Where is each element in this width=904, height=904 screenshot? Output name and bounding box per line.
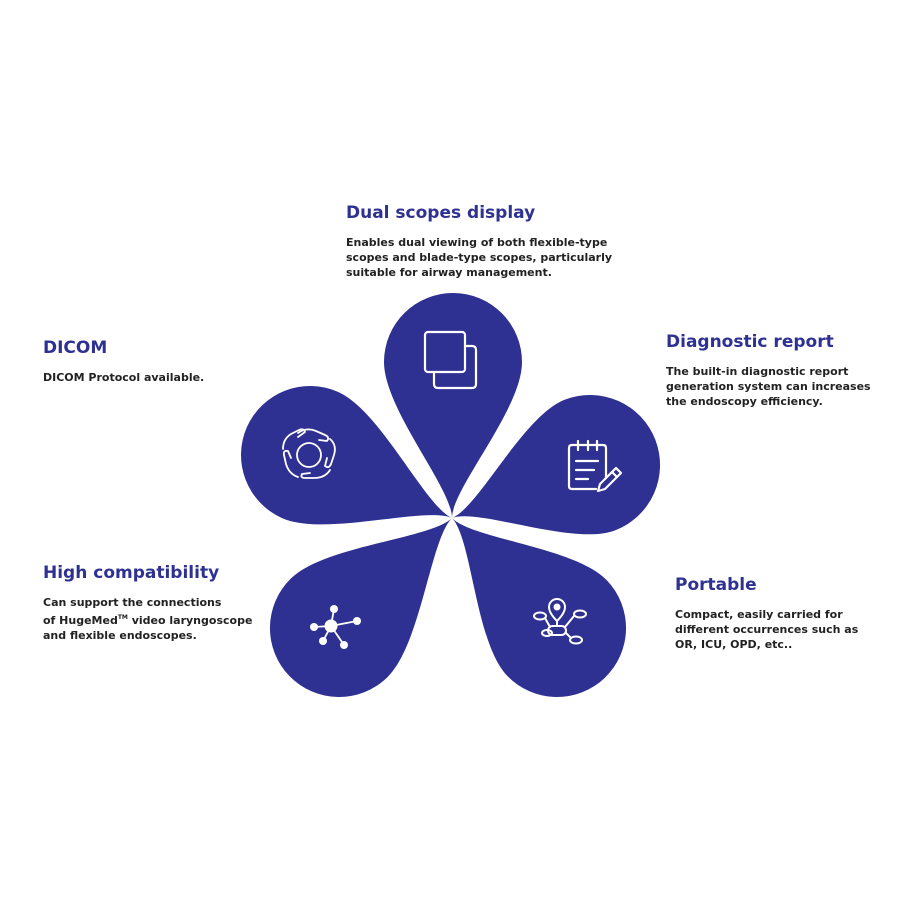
description-line: the endoscopy efficiency. bbox=[666, 395, 823, 408]
petal-portable bbox=[452, 518, 627, 698]
description-line: Can support the connections bbox=[43, 596, 222, 609]
feature-title: Diagnostic report bbox=[666, 332, 834, 352]
feature-description: Can support the connections of HugeMedTM… bbox=[43, 595, 252, 643]
description-line: and flexible endoscopes. bbox=[43, 629, 197, 642]
network-nodes-icon bbox=[310, 605, 361, 649]
description-line: OR, ICU, OPD, etc.. bbox=[675, 638, 793, 651]
description-line: different occurrences such as bbox=[675, 623, 859, 636]
description-line: generation system can increases bbox=[666, 380, 871, 393]
petal-dual-scopes bbox=[384, 293, 522, 518]
description-line: Compact, easily carried for bbox=[675, 608, 843, 621]
description-line: scopes and blade-type scopes, particular… bbox=[346, 251, 613, 264]
feature-title: DICOM bbox=[43, 338, 108, 358]
description-line: of HugeMedTM video laryngoscope bbox=[43, 610, 252, 628]
clipboard-pen-icon bbox=[567, 439, 623, 493]
feature-title: High compatibility bbox=[43, 563, 220, 583]
petal-dicom bbox=[241, 386, 452, 525]
feature-title: Portable bbox=[675, 575, 757, 595]
description-line: Enables dual viewing of both flexible-ty… bbox=[346, 236, 608, 249]
brand-name: of HugeMed bbox=[43, 614, 118, 627]
feature-title: Dual scopes display bbox=[346, 203, 536, 223]
description-text: video laryngoscope bbox=[127, 614, 253, 627]
location-network-icon bbox=[533, 598, 587, 645]
feature-dual-scopes: Dual scopes display Enables dual viewing… bbox=[346, 203, 612, 280]
description-line: DICOM Protocol available. bbox=[43, 371, 205, 384]
feature-description: Compact, easily carried for different oc… bbox=[675, 607, 858, 652]
feature-portable: Portable Compact, easily carried for dif… bbox=[675, 575, 858, 652]
description-line: suitable for airway management. bbox=[346, 266, 552, 279]
feature-high-compatibility: High compatibility Can support the conne… bbox=[43, 563, 252, 643]
feature-description: The built-in diagnostic report generatio… bbox=[666, 364, 871, 409]
feature-dicom: DICOM DICOM Protocol available. bbox=[43, 338, 204, 385]
trademark-mark: TM bbox=[117, 614, 128, 621]
feature-diagnostic-report: Diagnostic report The built-in diagnosti… bbox=[666, 332, 871, 409]
petal-high-compatibility bbox=[269, 518, 452, 698]
overlapping-squares-icon bbox=[423, 330, 478, 390]
description-line: The built-in diagnostic report bbox=[666, 365, 849, 378]
petal-group bbox=[241, 293, 661, 698]
feature-description: Enables dual viewing of both flexible-ty… bbox=[346, 235, 612, 280]
petal-diagnostic-report bbox=[452, 394, 661, 535]
feature-description: DICOM Protocol available. bbox=[43, 370, 204, 385]
hands-circle-icon bbox=[282, 428, 336, 479]
